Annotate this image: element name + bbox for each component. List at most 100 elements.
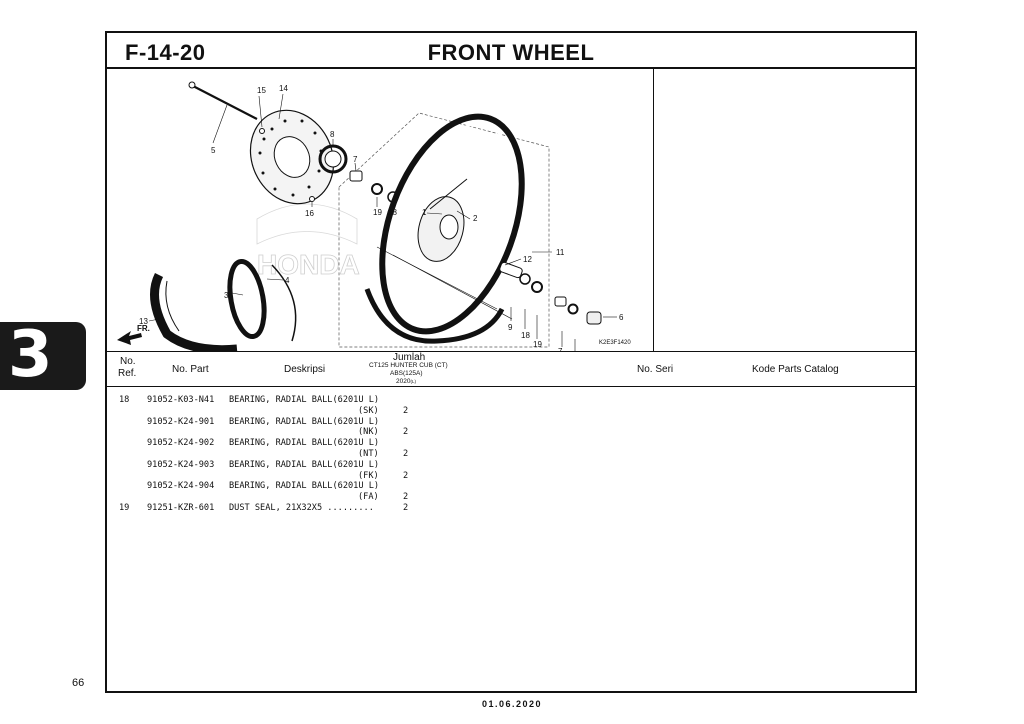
row-ref: 18 (119, 395, 130, 405)
table-row-detail: (SK) 2 (107, 406, 915, 417)
table-row-detail: (FK) 2 (107, 471, 915, 482)
tube-shape (227, 258, 267, 340)
distance-collar-shape (499, 261, 523, 279)
row-quantity: 2 (403, 502, 409, 513)
table-row-detail: (FA) 2 (107, 492, 915, 503)
callout-5: 5 (211, 146, 216, 155)
callout-16: 16 (305, 209, 314, 218)
col-jumlah-abs: ABS(125A) (390, 370, 423, 377)
col-no-ref-line2: Ref. (118, 368, 137, 379)
figure-code: K2E3F1420 (599, 340, 631, 346)
page-number: 66 (72, 677, 85, 689)
row-quantity: 2 (403, 427, 409, 438)
print-date: 01.06.2020 (481, 699, 543, 709)
row-description: BEARING, RADIAL BALL(6201U L) (229, 395, 380, 405)
col-jumlah-model: CT125 HUNTER CUB (CT) (369, 362, 448, 369)
callout-4: 4 (285, 276, 290, 285)
pulser-ring-inner-shape (324, 150, 342, 168)
catalog-frame: F-14-20 FRONT WHEEL HONDA (105, 31, 917, 693)
dust-seal-left-shape (371, 183, 383, 195)
col-kode-parts-catalog: Kode Parts Catalog (752, 364, 839, 375)
honda-watermark: HONDA (257, 249, 360, 280)
front-wheel-illustration: HONDA (117, 81, 631, 351)
callout-7a: 7 (353, 155, 358, 164)
row-subcode: (FK) (358, 470, 379, 481)
row-quantity: 2 (403, 470, 409, 481)
page-header: F-14-20 FRONT WHEEL (107, 33, 915, 69)
col-no-ref-line1: No. (120, 356, 136, 367)
col-jumlah-year: 2020(L) (396, 378, 416, 385)
table-row: 91052-K24-901 BEARING, RADIAL BALL(6201U … (107, 417, 915, 428)
tire-shape (150, 272, 238, 351)
callout-1: 1 (422, 208, 427, 217)
col-no-part: No. Part (172, 364, 209, 375)
bearing-right-shape (519, 273, 531, 285)
bolt-16-shape (309, 196, 315, 202)
callout-11: 11 (556, 248, 565, 257)
collar-shape (349, 170, 363, 182)
row-subcode: (SK) (358, 405, 379, 416)
table-row-detail: (NK) 2 (107, 427, 915, 438)
col-jumlah: Jumlah (393, 352, 426, 363)
row-part-number: 91052-K24-903 (147, 459, 215, 470)
row-part-number: 91251-KZR-601 (147, 502, 215, 513)
row-subcode: (FA) (358, 492, 379, 503)
side-collar-shape (554, 296, 567, 307)
axle-head-shape (188, 81, 196, 89)
row-quantity: 2 (403, 405, 409, 416)
rim-inner-shape (388, 123, 516, 325)
hub-center-shape (439, 214, 459, 240)
col-deskripsi: Deskripsi (284, 364, 326, 375)
section-tab: 3 (0, 318, 86, 392)
rim-band-shape (271, 264, 297, 342)
callout-13: 13 (139, 317, 148, 326)
row-part-number: 91052-K24-901 (147, 416, 215, 427)
callout-9: 9 (508, 323, 513, 332)
row-description: BEARING, RADIAL BALL(6201U L) (229, 459, 380, 470)
row-part-number: 91052-K24-902 (147, 438, 215, 449)
row-ref: 19 (119, 502, 130, 513)
table-row-detail: (NT) 2 (107, 449, 915, 460)
callout-7b: 7 (558, 347, 563, 351)
seal-17-shape (567, 303, 579, 315)
section-code: F-14-20 (125, 40, 206, 65)
tire-tread-shape (165, 280, 180, 332)
callout-12: 12 (523, 255, 532, 264)
rim-section-shape (364, 288, 505, 344)
row-subcode: (NK) (358, 427, 379, 438)
callout-2: 2 (473, 214, 478, 223)
direction-label: FR. (137, 324, 150, 333)
callout-18a: 18 (388, 208, 397, 217)
callout-10: 10 (480, 350, 489, 351)
table-row: 91052-K24-902 BEARING, RADIAL BALL(6201U … (107, 438, 915, 449)
callout-8: 8 (330, 130, 335, 139)
dust-seal-right-shape (531, 281, 543, 293)
watermark-wing-icon (256, 203, 358, 245)
spoke-shape (429, 178, 468, 210)
cap-shape (586, 311, 602, 325)
column-header-row: No. Ref. No. Part Deskripsi Jumlah CT125… (107, 351, 915, 387)
rim-shape (379, 113, 525, 335)
bolt-15-shape (259, 128, 265, 134)
row-part-number: 91052-K24-904 (147, 481, 215, 492)
page-title: FRONT WHEEL (427, 40, 595, 65)
callout-3: 3 (224, 291, 229, 300)
callout-18b: 18 (521, 331, 530, 340)
row-quantity: 2 (403, 448, 409, 459)
col-no-seri: No. Seri (637, 364, 674, 375)
callout-19a: 19 (373, 208, 382, 217)
table-row: 91052-K24-903 BEARING, RADIAL BALL(6201U … (107, 460, 915, 471)
exploded-diagram: HONDA (107, 69, 654, 351)
row-description: BEARING, RADIAL BALL(6201U L) (229, 416, 380, 427)
row-subcode: (NT) (358, 448, 379, 459)
row-quantity: 2 (403, 492, 409, 503)
callout-6: 6 (619, 313, 624, 322)
section-tab-number: 3 (8, 318, 53, 392)
axle-shape (192, 85, 258, 120)
row-description: BEARING, RADIAL BALL(6201U L) (229, 438, 380, 449)
assembly-outline (338, 112, 550, 348)
